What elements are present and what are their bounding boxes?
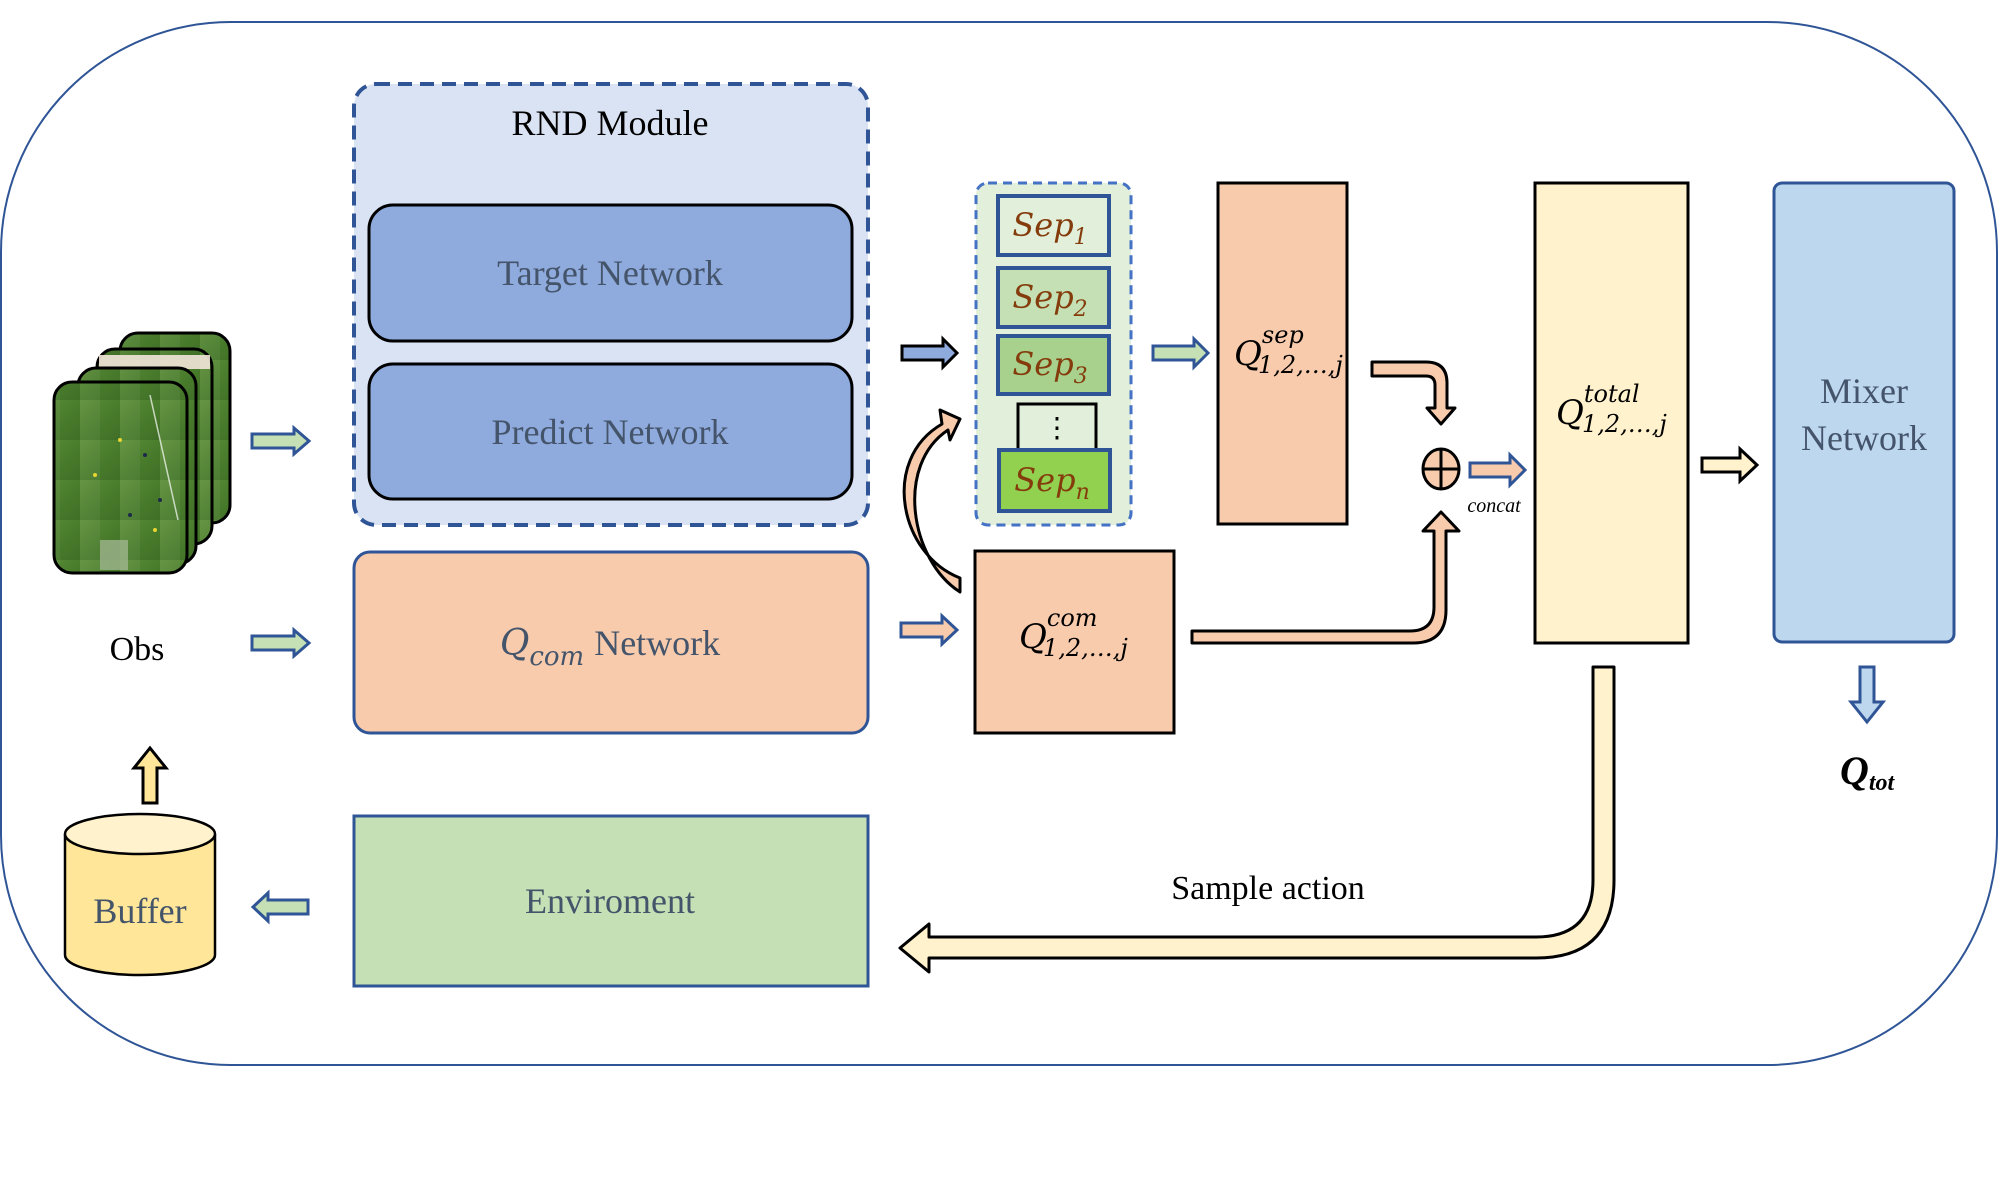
sep-2-sub: 2	[1073, 297, 1088, 322]
q-total-box	[1533, 181, 1690, 645]
q-tot-sub: tot	[1869, 770, 1896, 796]
predict-network-label: Predict Network	[492, 412, 729, 452]
concat-label: concat	[1467, 495, 1521, 517]
svg-text:Sep1: Sep1	[1012, 206, 1087, 250]
sep-1-sub: 1	[1074, 225, 1088, 250]
svg-text:Sep2: Sep2	[1012, 278, 1087, 322]
sep-1-base: Sep	[1012, 206, 1073, 244]
predict-network-box	[367, 362, 854, 501]
environment-label: Enviroment	[525, 881, 695, 921]
q-sep-q: Q	[1234, 334, 1262, 374]
arrow-obs-to-rnd	[250, 424, 312, 458]
arrow-mixer-to-qtot	[1847, 665, 1887, 725]
q-com-sup: com	[1047, 604, 1098, 632]
sep-ellipsis: ⋮	[1016, 402, 1098, 454]
obs-label: Obs	[110, 631, 165, 668]
bent-arrow-qsep-to-concat	[1370, 360, 1457, 426]
arrow-concat-to-qtotal	[1468, 451, 1528, 489]
mixer-network-box	[1772, 181, 1956, 644]
qcom-network-label: Qcom Network	[500, 623, 720, 672]
q-total-sub: 1,2,…,j	[1582, 410, 1667, 438]
concat-operator	[1421, 447, 1461, 491]
target-network-box	[367, 203, 854, 343]
buffer-label: Buffer	[93, 891, 186, 931]
q-com-q: Q	[1019, 617, 1047, 657]
q-total-q: Q	[1556, 393, 1584, 433]
svg-text:Sep3: Sep3	[1012, 345, 1087, 389]
target-network-label: Target Network	[497, 253, 723, 293]
sep-3-base: Sep	[1012, 345, 1073, 383]
sample-action-arrow	[898, 665, 1616, 974]
svg-text:Sepn: Sepn	[1014, 461, 1090, 505]
q-sep-box	[1216, 181, 1349, 526]
sample-action-label: Sample action	[1171, 870, 1365, 907]
qcom-q: Q	[500, 623, 530, 664]
q-sep-sup: sep	[1262, 321, 1304, 349]
obs-frame-1	[52, 380, 189, 575]
sep-3-sub: 3	[1074, 364, 1088, 389]
arrow-qcomnet-to-qcom	[899, 612, 960, 648]
sep-item-2: Sep2	[996, 266, 1111, 329]
obs-goal-box	[100, 540, 128, 570]
mixer-label-line2: Network	[1801, 418, 1927, 458]
qcom-network-box	[352, 550, 870, 735]
arrow-env-to-buffer	[250, 889, 310, 925]
buffer-cylinder	[63, 812, 217, 977]
sep-item-n: Sepn	[997, 448, 1112, 513]
arrow-rnd-to-sep	[900, 335, 960, 371]
mixer-label-line1: Mixer	[1820, 371, 1908, 411]
sep-item-3: Sep3	[996, 334, 1111, 396]
obs-frames	[52, 331, 232, 575]
arrow-sep-to-qsep	[1151, 335, 1211, 371]
sep-item-1: Sep1	[996, 194, 1111, 257]
arrow-obs-to-qcom	[250, 626, 312, 660]
sep-n-base: Sep	[1014, 461, 1075, 499]
qcom-sub: com	[529, 642, 584, 672]
q-com-box	[973, 549, 1176, 735]
q-sep-sub: 1,2,…,j	[1258, 351, 1343, 379]
bent-arrow-qcom-to-concat	[1190, 510, 1461, 645]
q-tot-q: Q	[1840, 748, 1869, 793]
qcom-suffix: Network	[594, 623, 720, 663]
sep-n-sub: n	[1076, 480, 1090, 505]
environment-box	[352, 814, 870, 988]
arrow-qtotal-to-mixer	[1700, 445, 1760, 485]
obs-scoreboard	[99, 355, 210, 369]
curved-arrow-qcom-to-sep	[902, 408, 962, 594]
sep-2-base: Sep	[1012, 278, 1073, 316]
ellipsis-icon: ⋮	[1043, 411, 1071, 444]
q-total-sup: total	[1584, 380, 1640, 408]
q-tot-output: Qtot	[1840, 748, 1896, 796]
q-com-sub: 1,2,…,j	[1043, 634, 1128, 662]
rnd-module-title: RND Module	[512, 103, 709, 143]
arrow-buffer-up	[130, 745, 170, 805]
